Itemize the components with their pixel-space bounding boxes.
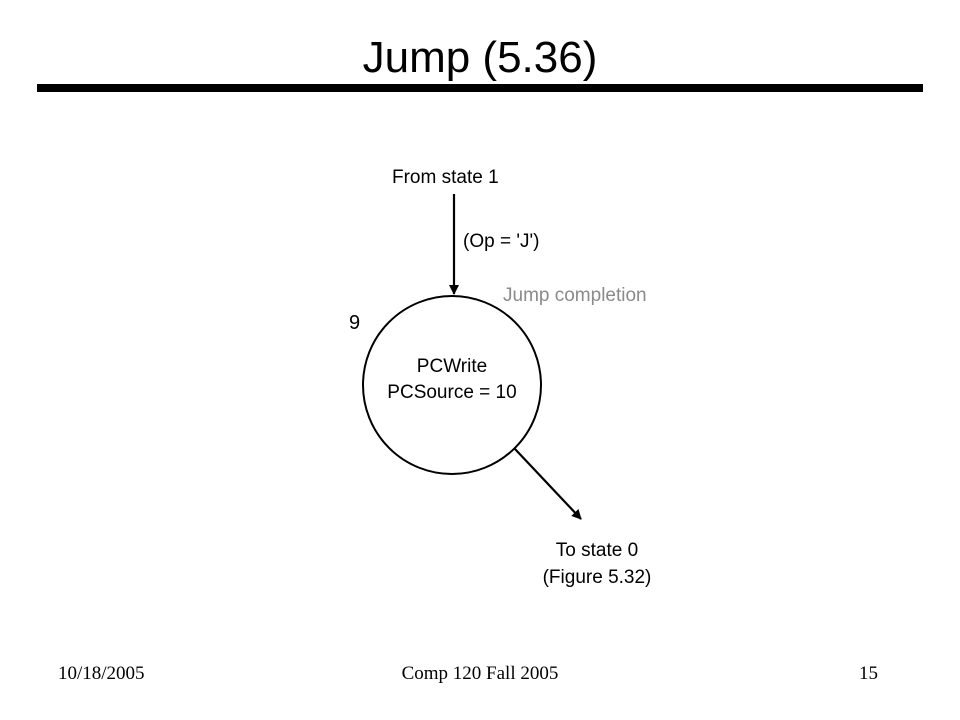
condition-label: (Op = 'J') [463,231,539,252]
footer-date: 10/18/2005 [58,663,145,684]
outgoing-label-figure: (Figure 5.32) [543,567,652,588]
footer-course: Comp 120 Fall 2005 [401,663,559,684]
slide-title: Jump (5.36) [362,33,598,82]
state-node [362,295,542,475]
footer-page-number: 15 [859,663,878,684]
state-action-pcwrite: PCWrite [417,356,487,377]
state-action-pcsource: PCSource = 10 [387,382,516,403]
state-number: 9 [349,312,360,334]
title-divider [37,84,923,92]
outgoing-arrow [514,448,582,520]
incoming-label: From state 1 [392,167,499,188]
state-caption: Jump completion [503,285,647,306]
outgoing-label-state: To state 0 [556,540,638,561]
